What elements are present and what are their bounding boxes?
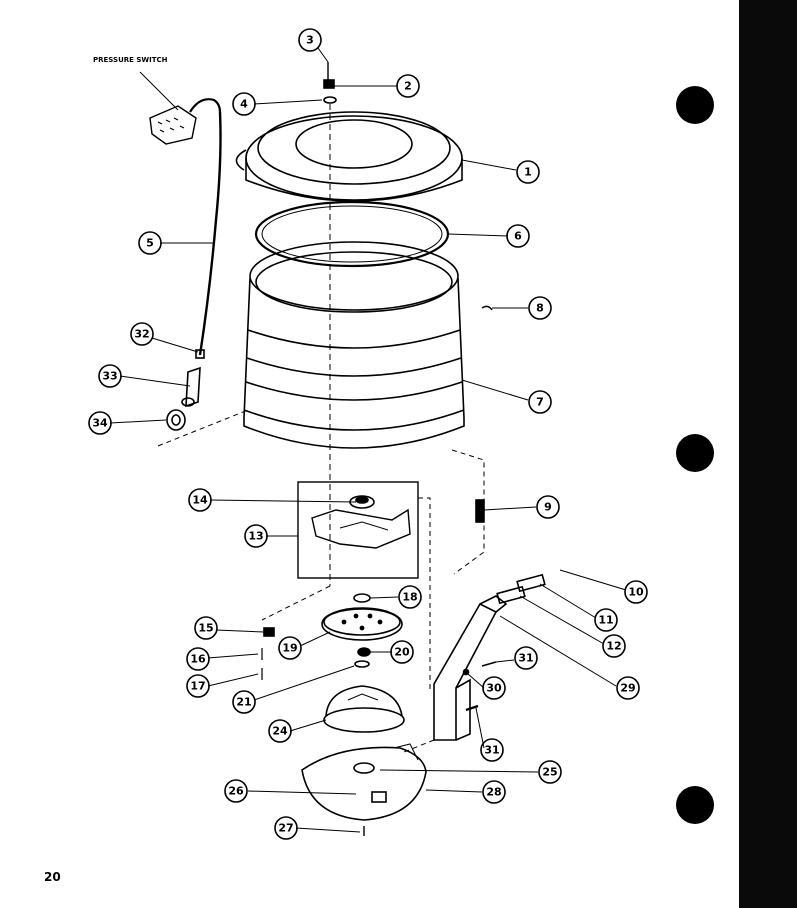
pulley: [321, 607, 403, 641]
base-plate: [301, 743, 427, 821]
callout-31-lower: 31: [480, 738, 504, 762]
transmission-assembly-box: [297, 481, 419, 579]
svg-text:21: 21: [236, 696, 251, 709]
motor-cover: [323, 685, 405, 733]
pressure-switch-label: PRESSURE SWITCH: [93, 56, 168, 64]
support-leg: [433, 595, 508, 741]
callout-8: 8: [528, 296, 552, 320]
grommet: [166, 409, 186, 431]
callout-2: 2: [396, 74, 420, 98]
outer-tub: [243, 241, 465, 449]
callout-32: 32: [130, 322, 154, 346]
callout-28: 28: [482, 780, 506, 804]
svg-text:30: 30: [486, 682, 502, 695]
callout-33: 33: [98, 364, 122, 388]
svg-text:12: 12: [606, 640, 621, 653]
callout-6: 6: [506, 224, 530, 248]
binder-hole-middle: [676, 434, 714, 472]
callout-14: 14: [188, 488, 212, 512]
svg-text:33: 33: [102, 370, 117, 383]
svg-text:2: 2: [404, 80, 412, 93]
svg-text:4: 4: [240, 98, 248, 111]
svg-text:31: 31: [484, 744, 499, 757]
callout-9: 9: [536, 495, 560, 519]
air-dome: [181, 366, 201, 408]
binder-hole-bottom: [676, 786, 714, 824]
svg-text:28: 28: [486, 786, 501, 799]
callout-1: 1: [516, 160, 540, 184]
svg-text:7: 7: [536, 396, 544, 409]
callout-5: 5: [138, 231, 162, 255]
callout-13: 13: [244, 524, 268, 548]
callout-25: 25: [538, 760, 562, 784]
svg-text:9: 9: [544, 501, 552, 514]
svg-text:29: 29: [620, 682, 635, 695]
binder-hole-top: [676, 86, 714, 124]
hose-clamp: [195, 349, 205, 359]
tub-gasket: [254, 200, 450, 268]
callout-19: 19: [278, 636, 302, 660]
svg-text:15: 15: [198, 622, 213, 635]
svg-text:34: 34: [92, 417, 108, 430]
callout-20: 20: [390, 640, 414, 664]
callout-34: 34: [88, 411, 112, 435]
tub-ring: [235, 111, 463, 202]
callout-18: 18: [398, 585, 422, 609]
callout-30: 30: [482, 676, 506, 700]
svg-text:19: 19: [282, 642, 297, 655]
callout-26: 26: [224, 779, 248, 803]
callout-21: 21: [232, 690, 256, 714]
svg-text:6: 6: [514, 230, 522, 243]
callout-16: 16: [186, 647, 210, 671]
svg-text:11: 11: [598, 614, 613, 627]
svg-text:24: 24: [272, 725, 288, 738]
svg-text:1: 1: [524, 166, 532, 179]
svg-text:26: 26: [228, 785, 244, 798]
callout-31-upper: 31: [514, 646, 538, 670]
svg-text:13: 13: [248, 530, 263, 543]
callout-11: 11: [594, 608, 618, 632]
svg-text:18: 18: [402, 591, 417, 604]
scan-edge-strip: [739, 0, 797, 908]
callout-17: 17: [186, 674, 210, 698]
callout-27: 27: [274, 816, 298, 840]
svg-text:8: 8: [536, 302, 544, 315]
pressure-switch: [149, 98, 222, 145]
svg-text:27: 27: [278, 822, 293, 835]
callout-12: 12: [602, 634, 626, 658]
callout-24: 24: [268, 719, 292, 743]
svg-text:17: 17: [190, 680, 205, 693]
callout-10: 10: [624, 580, 648, 604]
svg-text:3: 3: [306, 34, 314, 47]
cable: [451, 449, 485, 575]
svg-text:14: 14: [192, 494, 208, 507]
svg-text:20: 20: [394, 646, 410, 659]
svg-text:5: 5: [146, 237, 154, 250]
page-number: 20: [44, 870, 61, 884]
svg-text:10: 10: [628, 586, 644, 599]
pressure-hose: [198, 111, 222, 356]
exploded-view-drawing: PRESSURE SWITCH: [88, 28, 648, 840]
svg-text:25: 25: [542, 766, 557, 779]
svg-text:31: 31: [518, 652, 533, 665]
svg-text:16: 16: [190, 653, 206, 666]
callout-7: 7: [528, 390, 552, 414]
callout-29: 29: [616, 676, 640, 700]
callout-4: 4: [232, 92, 256, 116]
mounting-plate: [311, 508, 411, 549]
callout-3: 3: [298, 28, 322, 52]
callout-15: 15: [194, 616, 218, 640]
svg-text:32: 32: [134, 328, 149, 341]
